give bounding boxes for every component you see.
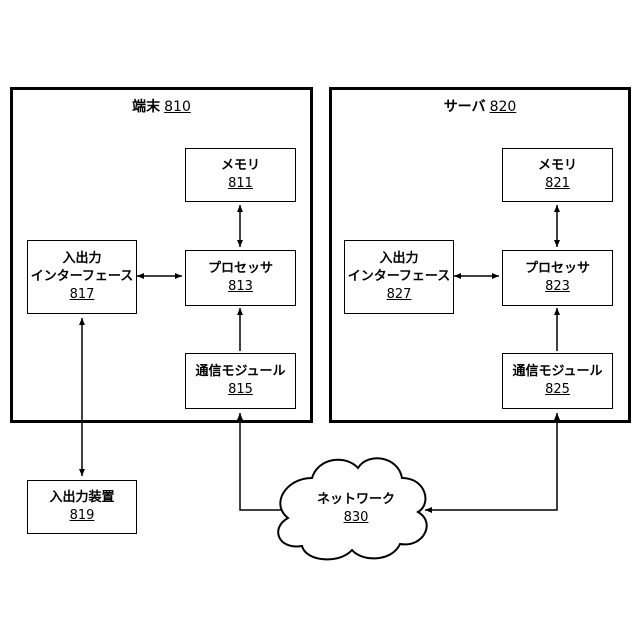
server-title-label: サーバ xyxy=(444,99,486,115)
terminal-io-if-line1: 入出力 xyxy=(62,250,101,268)
server-io-if-num: 827 xyxy=(387,286,412,304)
terminal-comm-num: 815 xyxy=(228,381,253,399)
terminal-io-interface-box: 入出力 インターフェース 817 xyxy=(27,240,137,314)
network-label-group: ネットワーク 830 xyxy=(296,491,416,527)
arrow-network-comm825 xyxy=(425,413,557,510)
server-io-if-line1: 入出力 xyxy=(379,250,418,268)
terminal-memory-label: メモリ xyxy=(221,157,260,175)
terminal-title: 端末810 xyxy=(10,96,313,116)
terminal-processor-num: 813 xyxy=(228,278,253,296)
server-comm-num: 825 xyxy=(545,381,570,399)
server-memory-box: メモリ 821 xyxy=(502,148,613,202)
server-comm-label: 通信モジュール xyxy=(512,363,602,381)
network-num: 830 xyxy=(296,509,416,527)
server-memory-num: 821 xyxy=(545,175,570,193)
server-memory-label: メモリ xyxy=(538,157,577,175)
server-processor-label: プロセッサ xyxy=(525,260,590,278)
terminal-comm-box: 通信モジュール 815 xyxy=(185,353,296,409)
server-processor-num: 823 xyxy=(545,278,570,296)
server-title: サーバ820 xyxy=(329,96,631,116)
terminal-processor-label: プロセッサ xyxy=(208,260,273,278)
server-title-num: 820 xyxy=(490,99,517,115)
terminal-memory-num: 811 xyxy=(228,175,253,193)
terminal-memory-box: メモリ 811 xyxy=(185,148,296,202)
server-processor-box: プロセッサ 823 xyxy=(502,250,613,306)
terminal-io-if-num: 817 xyxy=(70,286,95,304)
server-io-interface-box: 入出力 インターフェース 827 xyxy=(344,240,454,314)
terminal-processor-box: プロセッサ 813 xyxy=(185,250,296,306)
network-label: ネットワーク xyxy=(296,491,416,509)
server-comm-box: 通信モジュール 825 xyxy=(502,353,613,409)
io-device-num: 819 xyxy=(70,507,95,525)
terminal-title-num: 810 xyxy=(164,99,191,115)
server-io-if-line2: インターフェース xyxy=(348,268,451,286)
io-device-box: 入出力装置 819 xyxy=(27,480,137,534)
terminal-comm-label: 通信モジュール xyxy=(195,363,285,381)
io-device-label: 入出力装置 xyxy=(49,489,114,507)
terminal-title-label: 端末 xyxy=(132,99,160,115)
terminal-io-if-line2: インターフェース xyxy=(31,268,134,286)
